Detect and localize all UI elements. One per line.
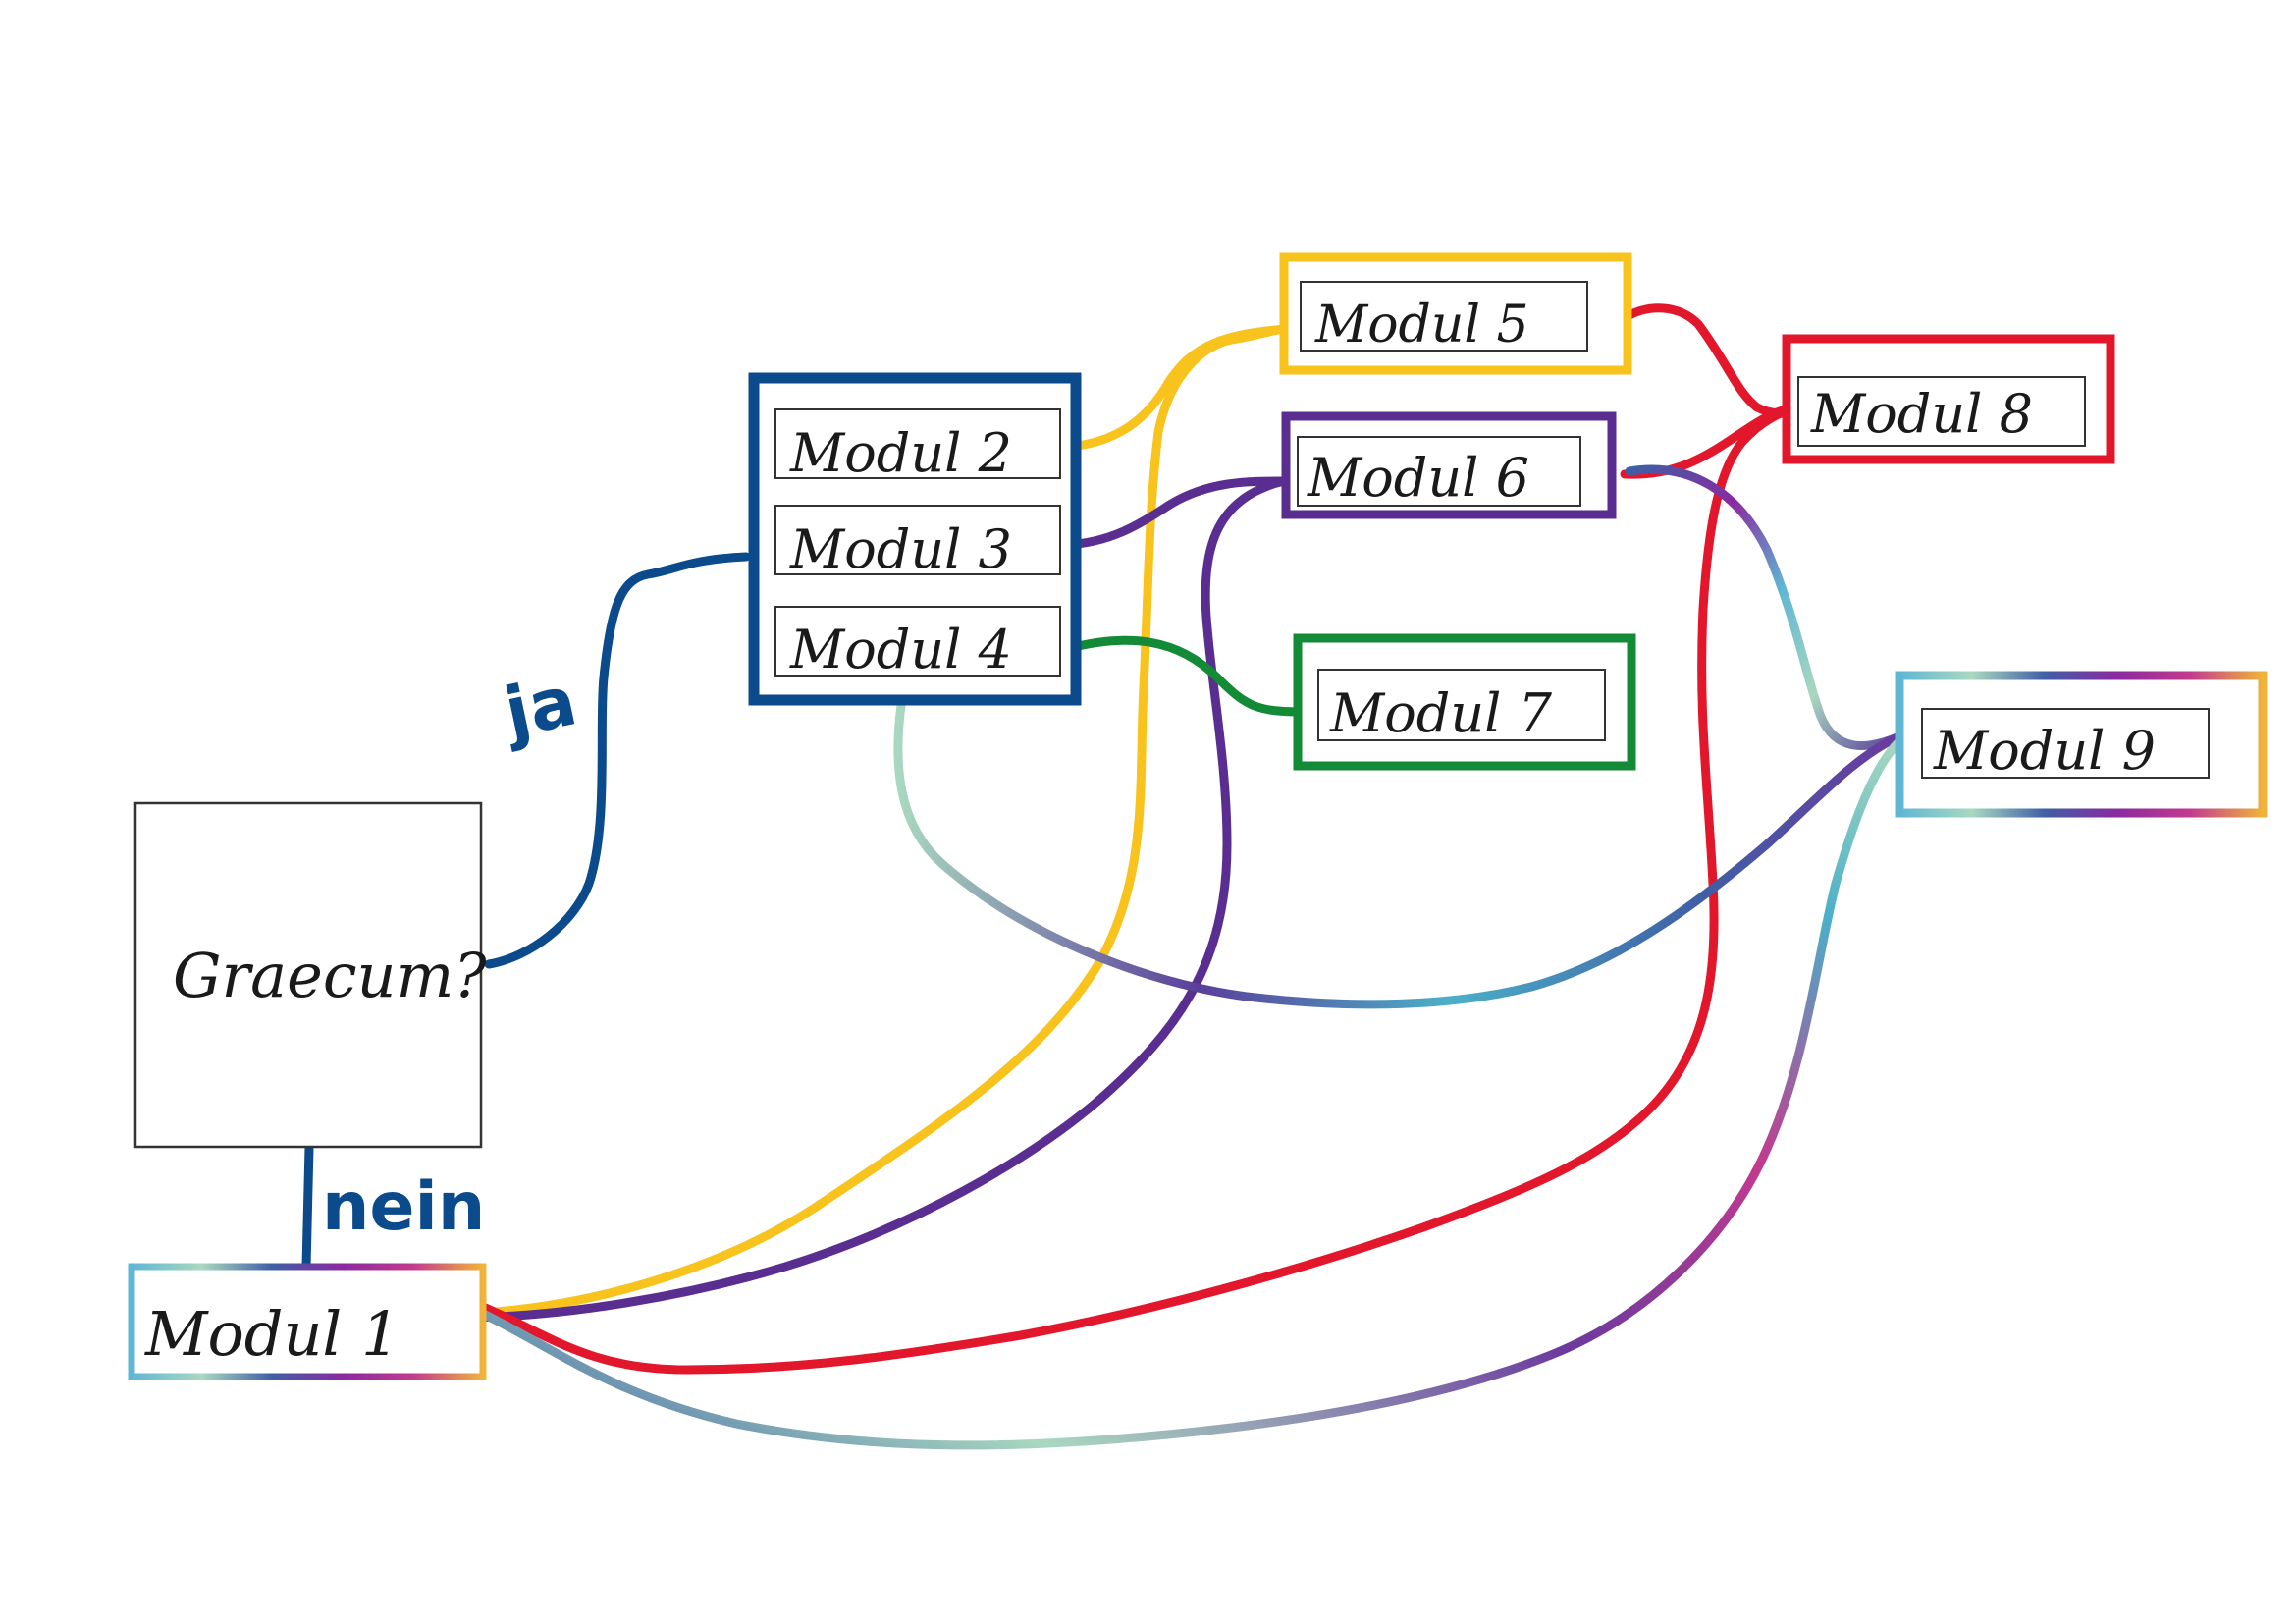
wire-m4-m9 (893, 700, 1904, 1009)
question-box (133, 801, 483, 1149)
module-2-label: Modul 2 (789, 422, 1012, 484)
module-8-box[interactable] (1797, 376, 2086, 447)
module-7-box[interactable] (1317, 669, 1606, 741)
module-2-box[interactable] (774, 408, 1061, 479)
module-9-box[interactable] (1921, 708, 2210, 779)
module-1-box[interactable] (128, 1263, 487, 1380)
no-connector (301, 1142, 314, 1272)
wire-m6-m9 (1625, 464, 1904, 750)
module-4-box[interactable] (774, 606, 1061, 677)
wire-m1-m6 (466, 476, 1293, 1323)
yes-label: ja (495, 660, 583, 754)
module-6-box[interactable] (1297, 436, 1581, 507)
module-8-label: Modul 8 (1810, 383, 2033, 445)
module-7-label: Modul 7 (1329, 682, 1553, 744)
wire-m4-m7 (1065, 635, 1310, 717)
yes-connector (484, 552, 751, 969)
module-4-label: Modul 4 (789, 619, 1012, 680)
module-1-label: Modul 1 (144, 1298, 400, 1370)
module-5-label: Modul 5 (1314, 296, 1529, 354)
wire-m3-m6 (1060, 476, 1291, 550)
wire-m1-m9 (474, 736, 1904, 1450)
module-3-label: Modul 3 (789, 518, 1012, 580)
module-3-box[interactable] (774, 505, 1061, 575)
module-9-label: Modul 9 (1933, 720, 2156, 782)
wire-m5-m8 (1623, 303, 1811, 418)
question-label: Graecum? (173, 940, 487, 1011)
module-6-label: Modul 6 (1307, 447, 1529, 509)
wire-m1-m8 (476, 403, 1806, 1375)
wire-m1-m5 (478, 324, 1291, 1318)
module-5-box[interactable] (1300, 281, 1588, 352)
no-label: nein (322, 1168, 485, 1246)
